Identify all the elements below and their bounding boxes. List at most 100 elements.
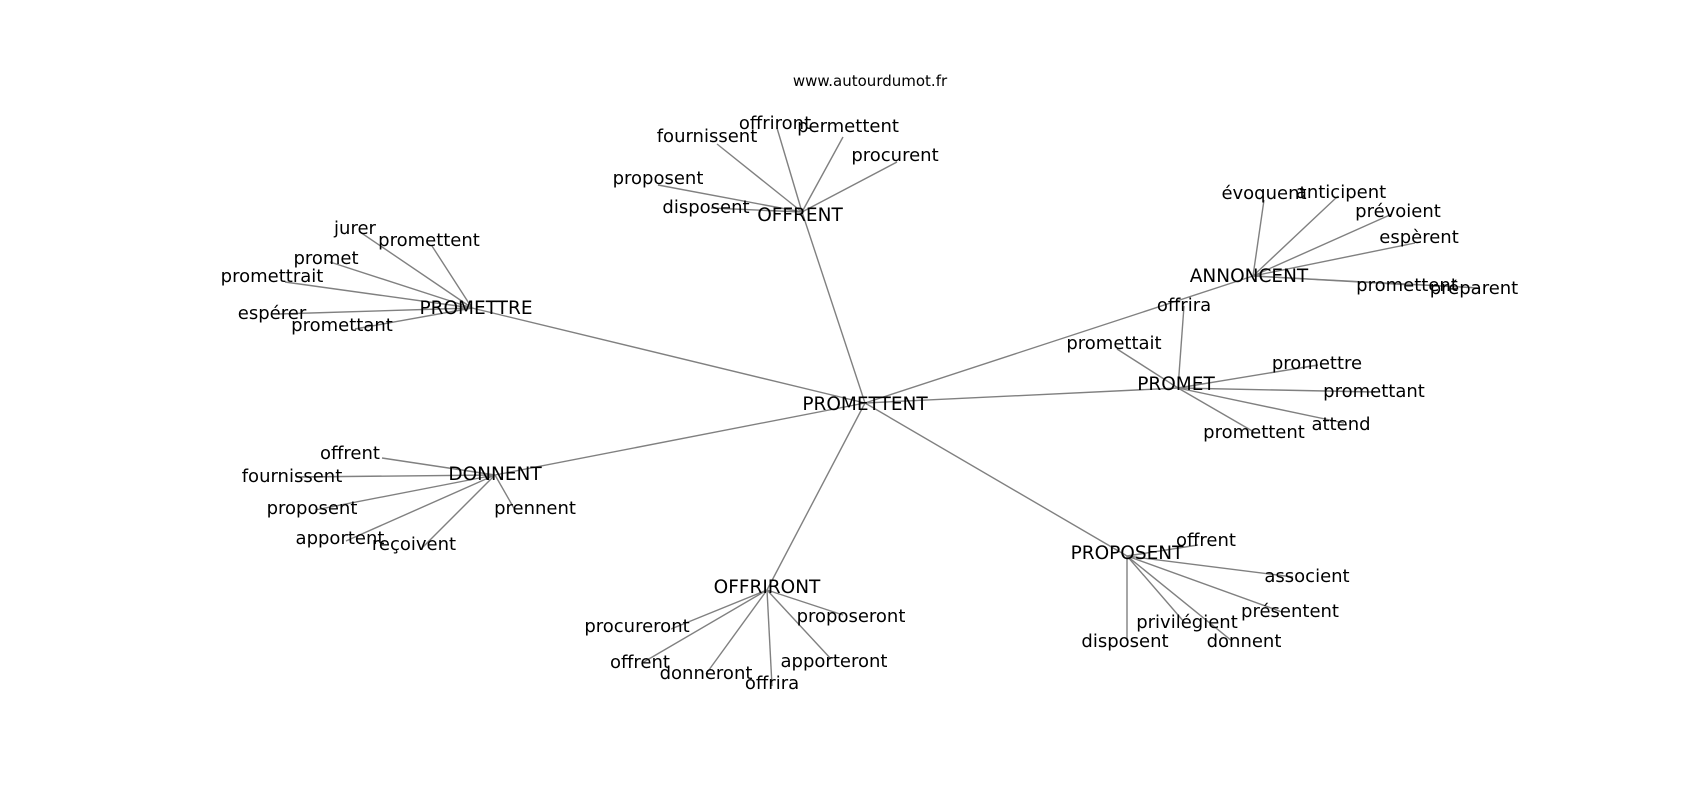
edge-center-offrent	[801, 211, 866, 404]
leaf-node-label: privilégient	[1136, 612, 1238, 633]
edge-proposent-1	[1126, 555, 1294, 578]
edge-donnent-3	[345, 474, 496, 542]
edge-donnent-4	[421, 474, 496, 549]
edge-offrent-2	[801, 136, 844, 213]
leaf-node-label: offrira	[1157, 295, 1211, 316]
edge-center-offriront	[766, 402, 866, 591]
edge-donnent-5	[494, 474, 516, 511]
leaf-node-label: promettent	[378, 230, 480, 251]
leaf-node-label: offrent	[610, 652, 670, 673]
edge-promet-3	[1177, 387, 1376, 393]
leaf-node-label: proposent	[267, 498, 358, 519]
edge-offriront-3	[705, 589, 768, 675]
edge-offriront-1	[766, 589, 844, 616]
leaf-node-label: procureront	[584, 616, 689, 637]
hub-node-label: PROPOSENT	[1071, 543, 1185, 564]
edge-offrent-5	[710, 207, 803, 213]
edge-center-promet	[864, 387, 1179, 404]
edge-annoncent-3	[1252, 242, 1416, 277]
edge-offrent-3	[801, 161, 898, 213]
hub-node-label: DONNENT	[448, 464, 542, 485]
edge-proposent-3	[1126, 555, 1186, 624]
leaf-node-label: espèrent	[1379, 227, 1459, 248]
leaf-node-label: fournissent	[242, 466, 343, 487]
graph-edges	[277, 127, 1481, 687]
leaf-node-label: disposent	[1081, 631, 1168, 652]
leaf-node-label: disposent	[662, 197, 749, 218]
leaf-node-label: promettent	[1356, 275, 1458, 296]
edge-promettre-5	[354, 307, 473, 330]
leaf-node-label: préparent	[1430, 278, 1519, 299]
edge-promettre-3	[284, 281, 473, 309]
leaf-node-label: promettait	[1066, 333, 1161, 354]
edge-promet-0	[1177, 305, 1185, 389]
edge-offriront-0	[670, 589, 768, 630]
edge-donnent-0	[381, 457, 496, 476]
edge-proposent-0	[1126, 544, 1199, 557]
leaf-node-label: proposent	[613, 168, 704, 189]
leaf-node-label: évoquent	[1221, 183, 1306, 204]
leaf-node-label: promettant	[291, 315, 393, 336]
leaf-node-label: offrent	[1176, 530, 1236, 551]
leaf-node-label: donnent	[1207, 631, 1282, 652]
hub-node-label: ANNONCENT	[1190, 266, 1309, 287]
leaf-node-label: apporteront	[781, 651, 888, 672]
edge-proposent-2	[1126, 555, 1283, 613]
edge-offriront-4	[766, 589, 773, 687]
leaf-node-label: offriront	[739, 113, 811, 134]
edge-offrent-1	[776, 127, 803, 213]
edge-promet-1	[1116, 348, 1179, 389]
leaf-node-label: reçoivent	[372, 534, 456, 555]
leaf-node-label: donneront	[660, 663, 753, 684]
edge-center-promettre	[471, 307, 866, 404]
edge-annoncent-5	[1252, 275, 1481, 289]
edge-offrent-0	[716, 143, 803, 213]
leaf-node-label: présentent	[1241, 601, 1339, 622]
graph-labels: fournissentoffrirontpermettentprocurentp…	[221, 113, 1519, 694]
leaf-node-label: procurent	[851, 145, 938, 166]
edge-promettre-4	[277, 307, 473, 315]
hub-node-label: PROMETTRE	[419, 298, 532, 319]
leaf-node-label: attend	[1311, 414, 1370, 435]
edge-annoncent-2	[1252, 213, 1393, 277]
leaf-node-label: proposeront	[797, 606, 906, 627]
hub-node-label: OFFRENT	[757, 205, 843, 226]
leaf-node-label: apportent	[296, 528, 385, 549]
edge-offrent-4	[657, 184, 803, 213]
leaf-node-label: permettent	[797, 116, 899, 137]
leaf-node-label: prennent	[494, 498, 576, 519]
edge-donnent-1	[295, 474, 496, 478]
edge-promettre-1	[431, 245, 473, 309]
edge-center-annoncent	[864, 275, 1254, 404]
leaf-node-label: prévoient	[1355, 201, 1441, 222]
hub-node-label: PROMET	[1137, 374, 1215, 395]
leaf-node-label: jurer	[333, 218, 376, 239]
edge-proposent-4	[1126, 555, 1233, 642]
edge-promet-4	[1177, 387, 1345, 424]
leaf-node-label: promettant	[1323, 381, 1425, 402]
leaf-node-label: anticipent	[1296, 182, 1386, 203]
edge-promettre-2	[329, 261, 473, 309]
leaf-node-label: promettre	[1272, 353, 1362, 374]
edge-annoncent-0	[1252, 199, 1265, 277]
source-credit: www.autourdumot.fr	[792, 72, 948, 90]
leaf-node-label: offrira	[745, 673, 799, 694]
center-node-label: PROMETTENT	[802, 394, 928, 415]
edge-offriront-5	[766, 589, 832, 660]
leaf-node-label: promettent	[1203, 422, 1305, 443]
edge-promettre-0	[359, 231, 473, 309]
leaf-node-label: associent	[1264, 566, 1349, 587]
leaf-node-label: promet	[293, 248, 358, 269]
leaf-node-label: promettrait	[221, 266, 324, 287]
edge-center-proposent	[864, 402, 1128, 557]
edge-promet-2	[1177, 364, 1319, 389]
edge-promet-5	[1177, 387, 1255, 433]
leaf-node-label: fournissent	[657, 126, 758, 147]
edge-center-donnent	[494, 402, 866, 476]
leaf-node-label: espérer	[238, 303, 307, 324]
edge-donnent-2	[314, 474, 496, 511]
leaf-node-label: offrent	[320, 443, 380, 464]
hub-node-label: OFFRIRONT	[714, 577, 821, 598]
edge-annoncent-1	[1252, 195, 1339, 277]
